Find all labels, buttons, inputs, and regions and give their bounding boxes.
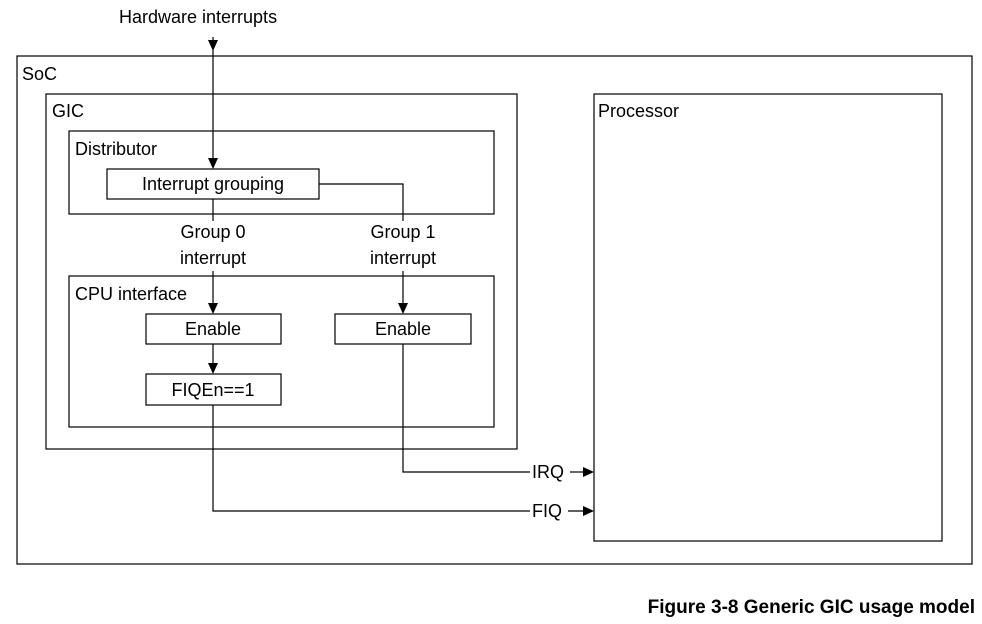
- irq-arrowhead: [583, 467, 594, 477]
- arrowhead-into-soc: [208, 40, 218, 51]
- hardware-interrupts-label: Hardware interrupts: [119, 7, 277, 27]
- group0-label-line2: interrupt: [180, 248, 246, 268]
- interrupt-grouping-label: Interrupt grouping: [142, 174, 284, 194]
- enable-group1-label: Enable: [375, 319, 431, 339]
- fiq-line: [212, 405, 530, 512]
- fiq-label: FIQ: [532, 501, 562, 521]
- processor-label: Processor: [598, 101, 679, 121]
- processor-box: [593, 93, 943, 542]
- arrowhead-into-enable-group0: [208, 303, 218, 314]
- arrowhead-into-grouping: [208, 158, 218, 169]
- irq-line: [402, 344, 530, 473]
- irq-label: IRQ: [532, 462, 564, 482]
- soc-box: [16, 55, 973, 565]
- gic-box: [45, 93, 518, 450]
- enable-group0-label: Enable: [185, 319, 241, 339]
- arrowhead-into-enable-group1: [398, 303, 408, 314]
- distributor-box: [68, 130, 495, 215]
- group1-label-line1: Group 1: [370, 222, 435, 242]
- group0-label-line1: Group 0: [180, 222, 245, 242]
- cpu-interface-box: [68, 275, 495, 428]
- group1-line-upper: [319, 183, 404, 221]
- figure-caption: Figure 3-8 Generic GIC usage model: [648, 597, 975, 618]
- distributor-label: Distributor: [75, 139, 157, 159]
- fiq-arrowhead: [583, 506, 594, 516]
- fiqen-label: FIQEn==1: [171, 380, 254, 400]
- group1-label-line2: interrupt: [370, 248, 436, 268]
- cpu-interface-label: CPU interface: [75, 284, 187, 304]
- arrowhead-into-fiqen: [208, 363, 218, 374]
- gic-label: GIC: [52, 101, 84, 121]
- soc-label: SoC: [22, 64, 57, 84]
